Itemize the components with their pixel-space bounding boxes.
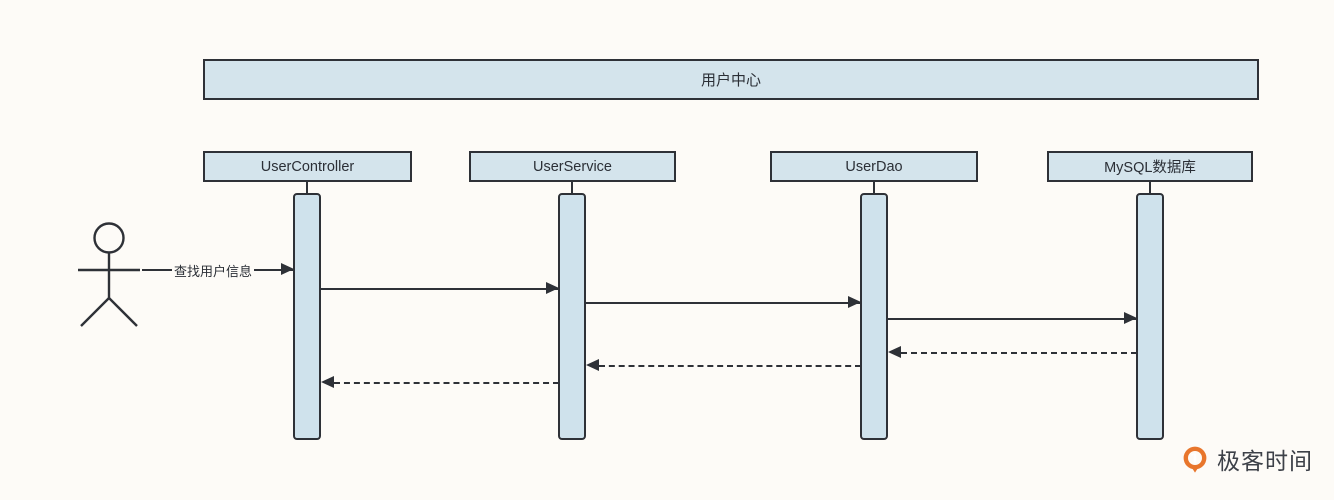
- participant-mysql[interactable]: MySQL数据库: [1047, 151, 1253, 182]
- message-line-mysql-to-dao-return: [901, 352, 1137, 354]
- lifeline-mysql: [1149, 182, 1151, 193]
- arrowhead-mysql-to-dao-return: [888, 346, 901, 358]
- watermark: 极客时间: [1180, 442, 1313, 476]
- activation-bar-userservice: [558, 193, 586, 440]
- actor-stick-figure: [78, 222, 142, 328]
- message-line-dao-to-mysql: [888, 318, 1137, 320]
- activation-bar-mysql: [1136, 193, 1164, 440]
- arrowhead-service-to-dao: [848, 296, 861, 308]
- lifeline-usercontroller: [306, 182, 308, 193]
- activation-bar-userdao: [860, 193, 888, 440]
- participant-label: UserController: [260, 158, 355, 175]
- arrowhead-controller-to-service: [546, 282, 559, 294]
- participant-label: MySQL数据库: [1104, 160, 1196, 176]
- message-line-dao-to-service-return: [599, 365, 861, 367]
- activation-bar-usercontroller: [293, 193, 321, 440]
- participant-usercontroller[interactable]: UserController: [203, 151, 412, 182]
- lifeline-userdao: [873, 182, 875, 193]
- arrowhead-dao-to-mysql: [1124, 312, 1137, 324]
- arrowhead-service-to-controller-return: [321, 376, 334, 388]
- geektime-logo-icon: [1183, 446, 1207, 473]
- arrowhead-find-user-info: [281, 263, 294, 275]
- actor-icon: [78, 222, 140, 327]
- lifeline-userservice: [571, 182, 573, 193]
- message-line-service-to-dao: [586, 302, 861, 304]
- diagram-frame-title-bar: 用户中心: [203, 59, 1259, 100]
- message-line-service-to-controller-return: [334, 382, 559, 384]
- participant-label: UserService: [533, 158, 612, 175]
- message-line-controller-to-service: [321, 288, 559, 290]
- participant-label: UserDao: [845, 158, 903, 175]
- participant-userservice[interactable]: UserService: [469, 151, 676, 182]
- message-label-find-user-info: 查找用户信息: [172, 261, 255, 280]
- participant-userdao[interactable]: UserDao: [770, 151, 978, 182]
- watermark-text: 极客时间: [1217, 448, 1313, 474]
- frame-title-text: 用户中心: [700, 72, 761, 89]
- arrowhead-dao-to-service-return: [586, 359, 599, 371]
